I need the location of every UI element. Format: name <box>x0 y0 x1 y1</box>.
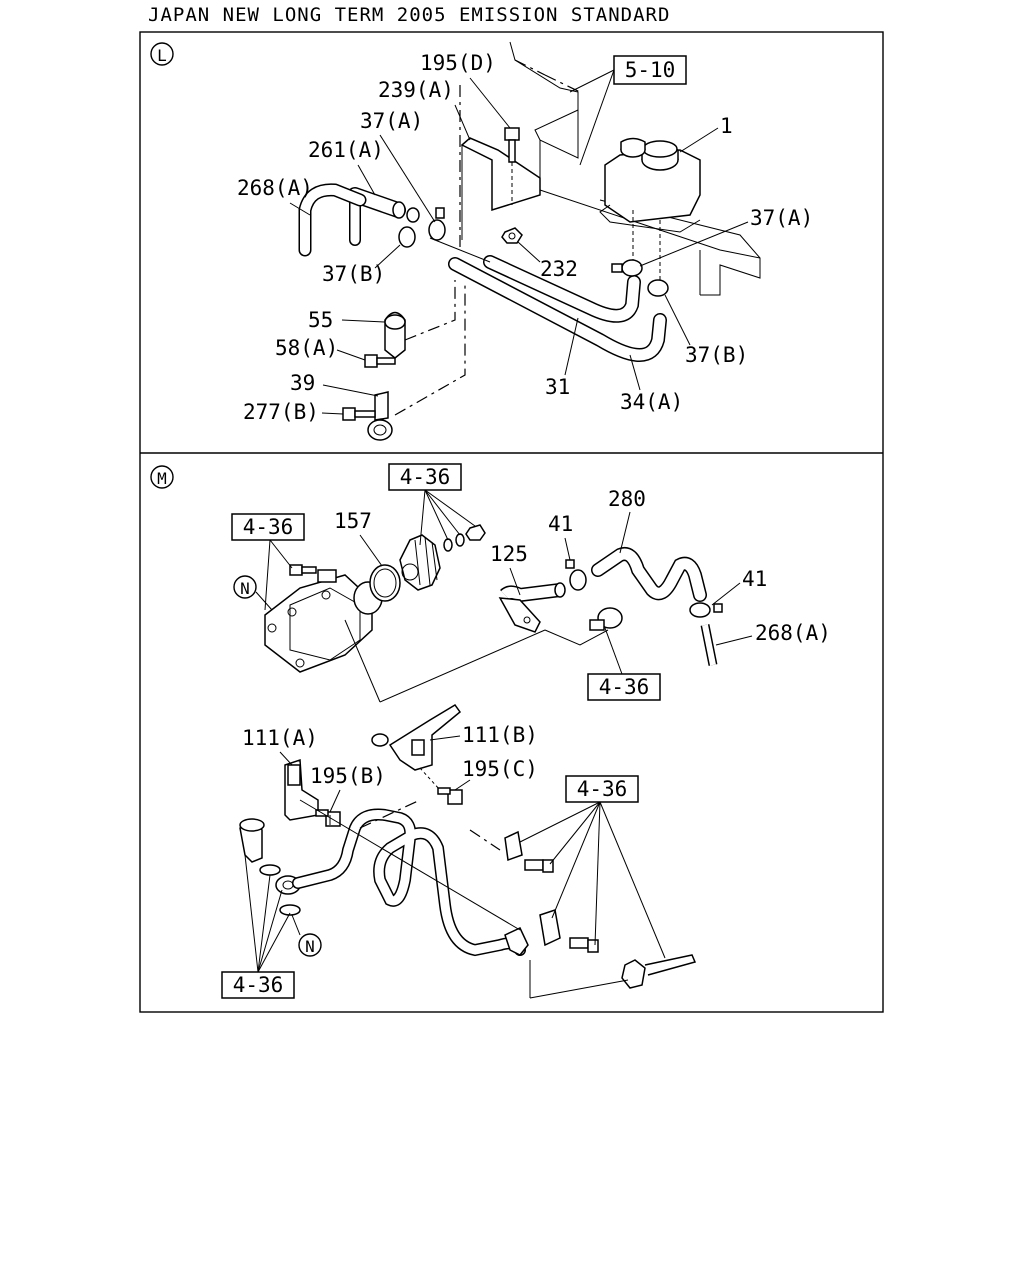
label-277b: 277(B) <box>243 400 319 424</box>
label-280: 280 <box>608 487 646 511</box>
ref-box-4-36-d <box>565 775 639 803</box>
panel-l-marker-text: L <box>157 46 167 65</box>
ref-box-5-10 <box>613 55 687 85</box>
label-55: 55 <box>308 308 333 332</box>
bolt-277b <box>342 407 376 421</box>
clamp-41-top <box>565 559 587 591</box>
bracket-111b <box>371 704 462 771</box>
ref-label-5-10: 5-10 <box>625 58 676 82</box>
clip-55 <box>384 311 406 359</box>
hose-clamp-upper <box>504 830 554 873</box>
label-268a-m: 268(A) <box>755 621 831 645</box>
pipe-end-fitting <box>621 954 697 989</box>
label-31: 31 <box>545 375 570 399</box>
label-268a-l: 268(A) <box>237 176 313 200</box>
label-125: 125 <box>490 542 528 566</box>
label-41-right: 41 <box>742 567 767 591</box>
label-39: 39 <box>290 371 315 395</box>
gear-fasteners <box>443 524 486 552</box>
ref-label-4-36-b: 4-36 <box>400 465 451 489</box>
hose-268a-l <box>298 183 420 257</box>
label-261a: 261(A) <box>308 138 384 162</box>
bolt-58a <box>364 354 396 368</box>
label-34a: 34(A) <box>620 390 683 414</box>
label-37a-right: 37(A) <box>750 206 813 230</box>
hose-280 <box>591 547 707 602</box>
ref-box-4-36-a <box>231 513 305 541</box>
label-232: 232 <box>540 257 578 281</box>
panel-l: L <box>150 41 813 441</box>
ref-box-4-36-e <box>221 971 295 999</box>
clip-39 <box>367 391 393 441</box>
power-steering-pump <box>264 569 383 673</box>
clamp-37b-left <box>398 226 416 248</box>
sub-marker-n-top <box>233 575 257 599</box>
label-239a: 239(A) <box>378 78 454 102</box>
label-37b-left: 37(B) <box>322 262 385 286</box>
bolt-195c <box>419 767 463 805</box>
reservoir-tank <box>599 137 701 290</box>
panel-m-marker <box>150 465 174 489</box>
label-111b: 111(B) <box>462 723 538 747</box>
hose-31 <box>483 255 641 323</box>
locator-line-55 <box>404 280 456 341</box>
panel-m: M N <box>150 463 831 999</box>
diagram-frame <box>139 31 884 1013</box>
label-1: 1 <box>720 114 733 138</box>
bracket-111a <box>284 758 319 821</box>
ref-label-4-36-e: 4-36 <box>233 973 284 997</box>
drive-gear <box>399 534 441 591</box>
bolt-195b <box>315 809 341 827</box>
label-195c: 195(C) <box>462 757 538 781</box>
pipe-268a-m <box>700 624 718 666</box>
label-195d: 195(D) <box>420 51 496 75</box>
locator-line-39 <box>394 285 466 416</box>
sub-marker-n-bottom <box>298 933 322 957</box>
bolt-195d <box>504 127 520 205</box>
panel-l-marker <box>150 42 174 66</box>
label-111a: 111(A) <box>242 726 318 750</box>
clamp-37b-right <box>647 279 669 297</box>
bracket-239a <box>460 137 541 240</box>
label-37b-right: 37(B) <box>685 343 748 367</box>
label-195b: 195(B) <box>310 764 386 788</box>
ref-label-4-36-a: 4-36 <box>243 515 294 539</box>
label-37a-top: 37(A) <box>360 109 423 133</box>
ref-label-4-36-c: 4-36 <box>599 675 650 699</box>
nut-232 <box>501 227 523 244</box>
sub-marker-n-bottom-text: N <box>305 937 315 956</box>
banjo-bolt-left <box>239 818 265 863</box>
pump-bolt <box>289 564 317 576</box>
page-title: JAPAN NEW LONG TERM 2005 EMISSION STANDA… <box>148 4 671 26</box>
hose-34a <box>448 257 667 362</box>
banjo-bolt <box>589 607 623 631</box>
clamp-37a-right <box>611 259 643 277</box>
label-157: 157 <box>334 509 372 533</box>
clamp-41-right <box>689 602 723 618</box>
label-58a: 58(A) <box>275 336 338 360</box>
pressure-hose <box>292 808 529 957</box>
panel-m-marker-text: M <box>157 469 167 488</box>
o-ring-157 <box>369 564 401 602</box>
hose-clamp-lower <box>539 909 599 953</box>
ref-label-4-36-d: 4-36 <box>577 777 628 801</box>
ref-box-4-36-c <box>587 673 661 701</box>
suction-pipe-125 <box>498 582 566 633</box>
label-41-top: 41 <box>548 512 573 536</box>
clamp-37a-top <box>428 207 446 241</box>
sub-marker-n-top-text: N <box>240 579 250 598</box>
